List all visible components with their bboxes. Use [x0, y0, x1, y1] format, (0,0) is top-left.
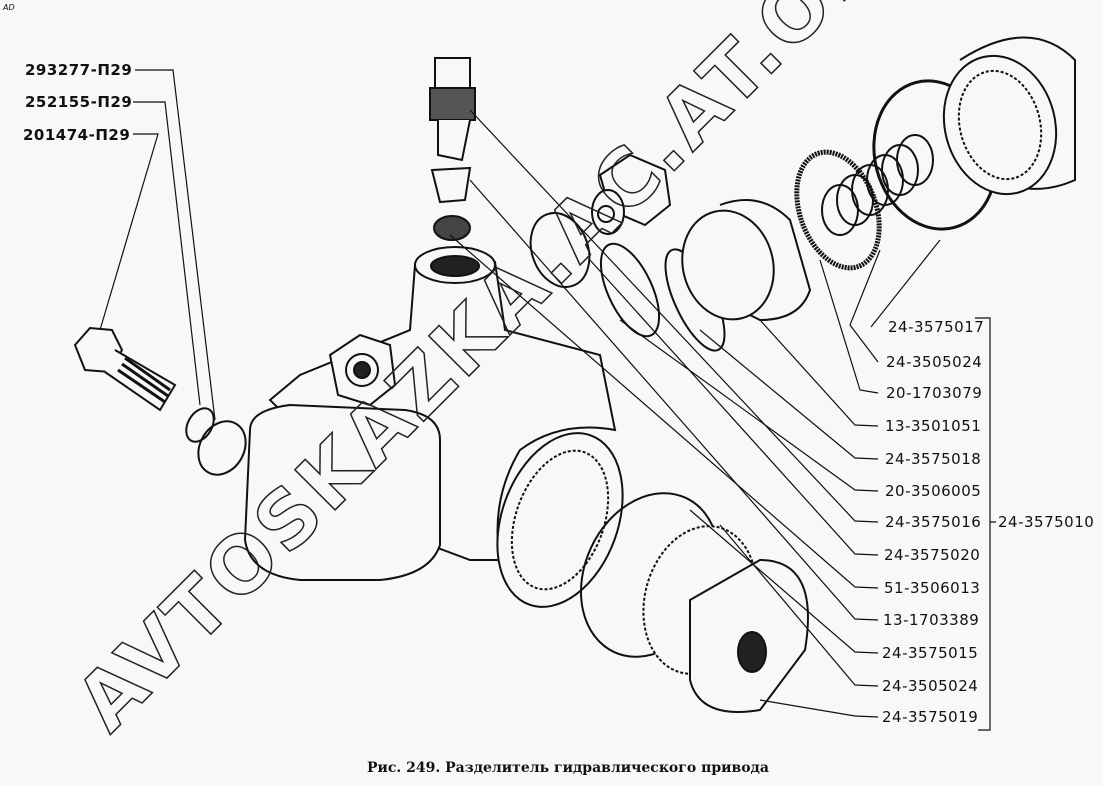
- bolt: [73, 326, 177, 412]
- spring: [821, 134, 934, 236]
- figure-caption: Рис. 249. Разделитель гидравлического пр…: [367, 760, 769, 776]
- part-label: 24-3505024: [882, 677, 979, 695]
- part-label: 252155-П29: [25, 93, 133, 111]
- part-label: 24-3505024: [886, 353, 983, 371]
- union-nut: [591, 153, 672, 235]
- washer: [197, 420, 247, 476]
- seal-ring: [529, 212, 591, 288]
- part-label: 24-3575017: [888, 318, 985, 336]
- piston: [681, 199, 812, 322]
- bleeder-valve: [429, 57, 476, 241]
- part-label: 20-3506005: [885, 482, 982, 500]
- part-label: 24-3575016: [885, 513, 982, 531]
- spring-washer: [185, 407, 215, 443]
- corner-mark: AD: [3, 3, 15, 12]
- part-label: 24-3575018: [885, 450, 982, 468]
- top-plug: [942, 36, 1076, 196]
- part-label: 24-3575015: [882, 644, 979, 662]
- part-label: 293277-П29: [25, 61, 133, 79]
- part-label: 13-3501051: [885, 417, 982, 435]
- part-label: 51-3506013: [884, 579, 981, 597]
- part-label: 20-1703079: [886, 384, 983, 402]
- part-label: 13-1703389: [883, 611, 980, 629]
- assembly-label: 24-3575010: [998, 513, 1095, 531]
- retaining-ring: [599, 242, 661, 338]
- bottom-plug: [642, 525, 809, 713]
- part-label: 201474-П29: [23, 126, 131, 144]
- leader-lines: [99, 69, 996, 731]
- part-label: 24-3575020: [884, 546, 981, 564]
- part-label: 24-3575019: [882, 708, 979, 726]
